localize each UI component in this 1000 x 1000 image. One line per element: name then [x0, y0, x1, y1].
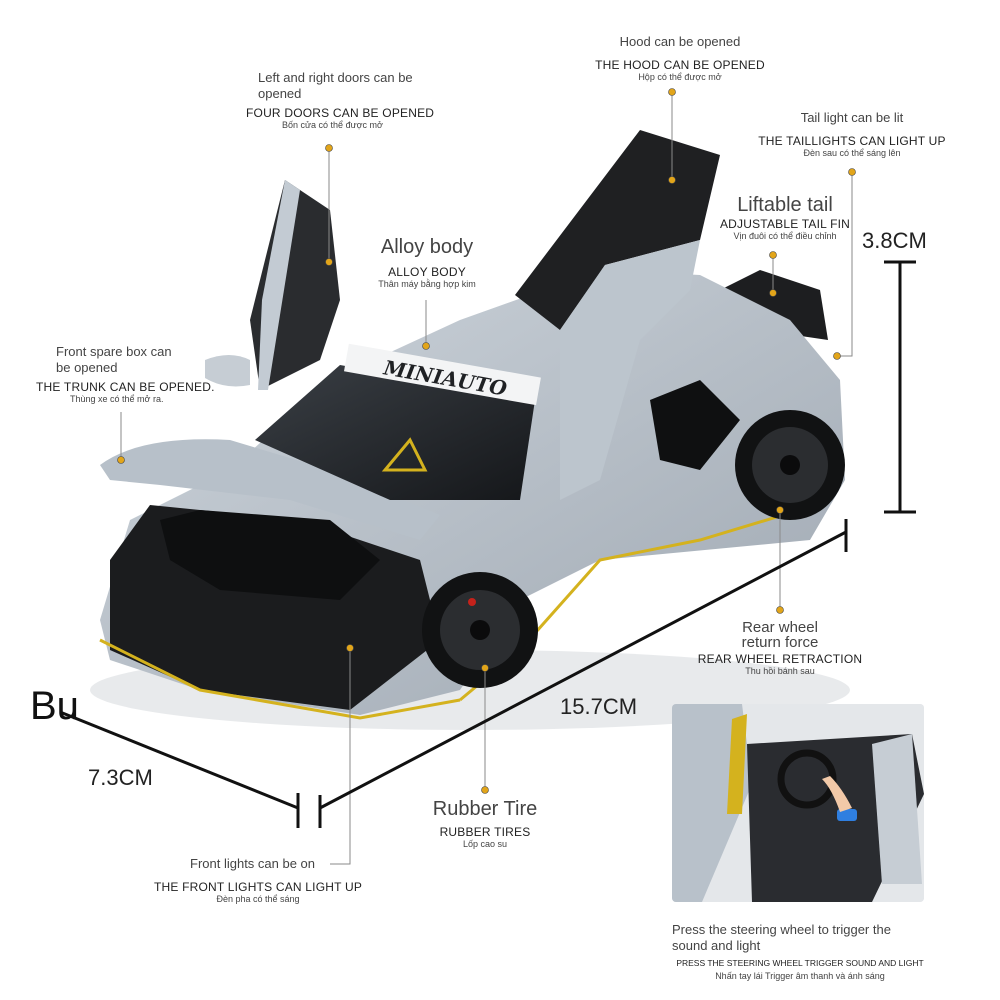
frontlights-vi: Đèn pha có thể sáng: [216, 894, 300, 904]
taillight-caps: THE TAILLIGHTS CAN LIGHT UP: [758, 134, 946, 148]
hood-en: Hood can be opened: [619, 34, 741, 49]
frunk-lid: [100, 439, 440, 540]
body-caps: ALLOY BODY: [388, 265, 466, 279]
label-frontlights: Front lights can be on THE FRONT LIGHTS …: [150, 856, 366, 904]
dot-tire: [481, 664, 489, 672]
label-tailfin: Liftable tail ADJUSTABLE TAIL FIN Vịn đu…: [705, 194, 865, 241]
steering-en: Press the steering wheel to trigger the …: [672, 922, 891, 953]
callout-lines: [120, 92, 853, 865]
stray-text: Bu: [30, 684, 79, 728]
hood-caps: THE HOOD CAN BE OPENED: [595, 58, 765, 72]
doors-vi: Bốn cửa có thể được mở: [282, 120, 383, 130]
dot-doors: [325, 144, 333, 152]
windshield: [255, 365, 535, 500]
label-tire: Rubber Tire RUBBER TIRES Lốp cao su: [410, 798, 560, 849]
steering-vi: Nhấn tay lái Trigger âm thanh và ánh sán…: [715, 971, 885, 981]
dot-hood: [668, 88, 676, 96]
tire-vi: Lốp cao su: [462, 839, 508, 849]
label-doors: Left and right doors can be opened FOUR …: [246, 70, 446, 130]
dot-taillight: [848, 168, 856, 176]
label-body: Alloy body ALLOY BODY Thân máy bằng hợp …: [352, 236, 502, 289]
label-steering: Press the steering wheel to trigger the …: [672, 922, 928, 981]
tailfin-vi: Vịn đuôi có thể điều chỉnh: [733, 231, 837, 241]
right-door-panel: [560, 240, 700, 500]
dot-doors-end: [325, 258, 333, 266]
interior-accent: [381, 437, 428, 472]
dot-tailfin: [769, 251, 777, 259]
dot-rearwheel: [776, 506, 784, 514]
taillight-en: Tail light can be lit: [800, 110, 904, 125]
dimension-lines: [59, 260, 916, 828]
inset-illustration: [672, 704, 924, 902]
rearwheel-en: Rear wheel return force: [741, 619, 819, 651]
rear-wing: [700, 270, 828, 340]
tailfin-en: Liftable tail: [737, 194, 833, 216]
dot-body: [422, 342, 430, 350]
front-splitter-stripe: [99, 638, 461, 720]
body-vi: Thân máy bằng hợp kim: [378, 279, 476, 289]
dimension-width: 7.3CM: [88, 765, 153, 790]
rear-wheel-hub: [780, 455, 800, 475]
side-intake: [650, 380, 740, 470]
dot-taillight-end: [833, 352, 841, 360]
tire-caps: RUBBER TIRES: [439, 825, 531, 839]
rearwheel-caps: REAR WHEEL RETRACTION: [697, 652, 863, 666]
rearwheel-vi: Thu hồi bánh sau: [745, 666, 815, 676]
callout-dots: [117, 88, 856, 794]
steering-inset-photo: [672, 704, 924, 902]
dot-rearwheel-end: [776, 606, 784, 614]
dot-trunk: [117, 456, 125, 464]
trunk-vi: Thùng xe có thể mở ra.: [70, 394, 164, 404]
dot-frontlights: [346, 644, 354, 652]
trunk-en: Front spare box can be opened: [56, 344, 172, 375]
brand-banner: [344, 343, 541, 406]
front-wheel-hub: [470, 620, 490, 640]
brake-caliper: [468, 598, 476, 606]
side-mirror: [205, 355, 250, 387]
frontlights-caps: THE FRONT LIGHTS CAN LIGHT UP: [153, 880, 363, 894]
tire-en: Rubber Tire: [432, 798, 538, 820]
trunk-caps: THE TRUNK CAN BE OPENED.: [36, 380, 215, 394]
label-taillight: Tail light can be lit THE TAILLIGHTS CAN…: [752, 110, 952, 158]
taillight-vi: Đèn sau có thể sáng lên: [803, 148, 901, 158]
tailfin-caps: ADJUSTABLE TAIL FIN: [719, 217, 851, 231]
body-en: Alloy body: [380, 236, 474, 258]
left-door-skin: [258, 180, 300, 390]
doors-en: Left and right doors can be opened: [258, 70, 413, 101]
frontlights-en: Front lights can be on: [190, 856, 316, 871]
frunk-cavity: [160, 510, 380, 600]
hood-vi: Hộp có thể được mở: [638, 72, 722, 82]
dimension-height: 3.8CM: [862, 228, 927, 253]
label-trunk: Front spare box can be opened THE TRUNK …: [36, 344, 226, 404]
dot-hood-end: [668, 176, 676, 184]
label-rearwheel: Rear wheel return force REAR WHEEL RETRA…: [690, 620, 870, 676]
dimension-length: 15.7CM: [560, 694, 638, 719]
dot-tire-end: [481, 786, 489, 794]
steering-caps: PRESS THE STEERING WHEEL TRIGGER SOUND A…: [676, 958, 924, 968]
label-hood: Hood can be opened THE HOOD CAN BE OPENE…: [580, 34, 780, 82]
doors-caps: FOUR DOORS CAN BE OPENED: [246, 106, 435, 120]
dot-tailfin-end: [769, 289, 777, 297]
